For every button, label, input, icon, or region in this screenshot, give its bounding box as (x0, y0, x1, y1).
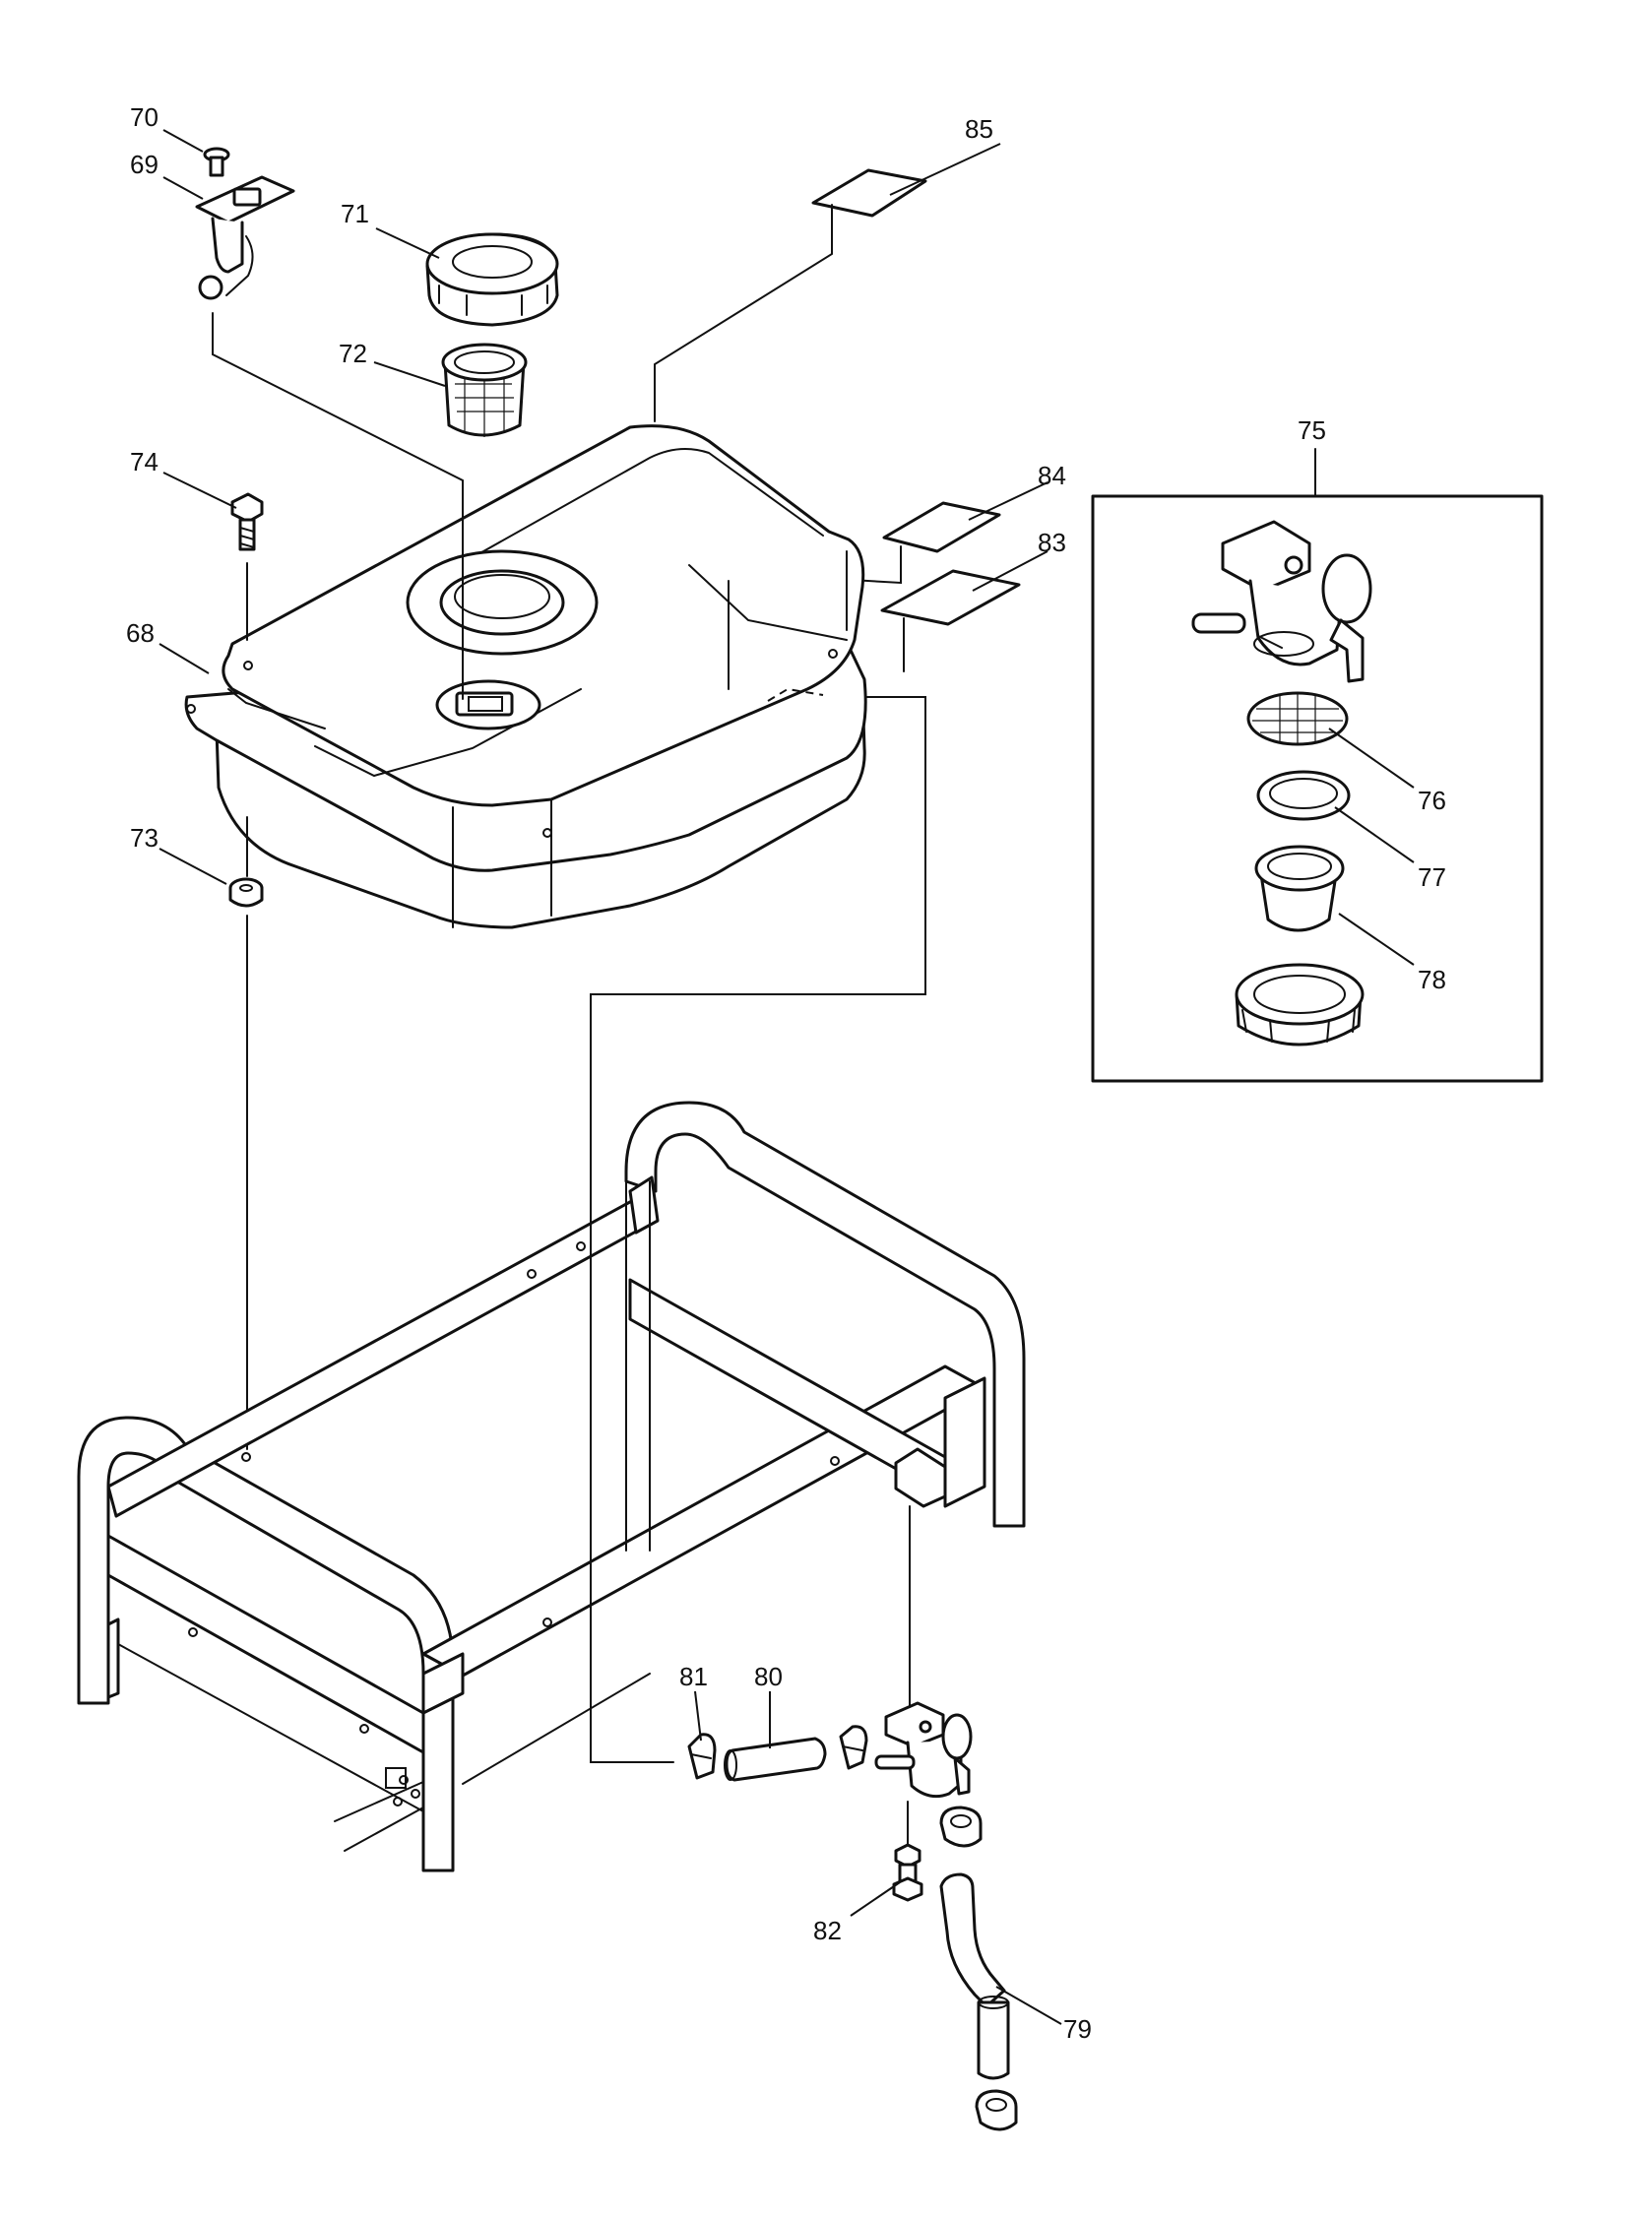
fuel-cock-75 (1191, 520, 1372, 683)
grommet-73 (228, 877, 264, 908)
callout-77: 77 (1418, 862, 1446, 892)
fuel-gauge-69 (195, 175, 295, 300)
callout-71: 71 (341, 199, 369, 228)
generator-frame (77, 1101, 1026, 1872)
callout-76: 76 (1418, 786, 1446, 815)
fuel-cup-78 (1254, 845, 1345, 932)
callout-78: 78 (1418, 965, 1446, 994)
callout-69: 69 (130, 150, 159, 179)
callout-85: 85 (965, 114, 993, 144)
leader-gauge-to-tank (212, 312, 464, 700)
leader-tank-to-fuel-cock (590, 696, 926, 1763)
callout-81: 81 (679, 1662, 708, 1691)
cup-retainer-nut (1235, 963, 1365, 1046)
callout-80: 80 (754, 1662, 783, 1691)
callout-72: 72 (339, 339, 367, 368)
fuel-hose-80 (724, 1737, 827, 1782)
callout-73: 73 (130, 823, 159, 853)
callout-83: 83 (1038, 528, 1066, 557)
fuel-cap-71 (425, 232, 559, 327)
label-sticker-84 (882, 501, 1001, 553)
screw-70 (203, 147, 230, 177)
fuel-tank (184, 424, 867, 929)
callout-68: 68 (126, 618, 155, 648)
bolt-82 (892, 1843, 923, 1902)
callout-70: 70 (130, 102, 159, 132)
callout-leaders (159, 129, 1415, 2025)
label-sticker-85 (811, 168, 927, 218)
callout-74: 74 (130, 447, 159, 476)
callout-82: 82 (813, 1916, 842, 1945)
hose-clamp-upper (939, 1806, 983, 1848)
bolt-74 (230, 492, 264, 551)
leader-sticker-85 (654, 204, 833, 422)
hose-clamp-right (839, 1725, 868, 1770)
callout-79: 79 (1063, 2014, 1092, 2044)
fuel-cock-assembly (874, 1701, 973, 1799)
fuel-hose-79 (939, 1872, 1010, 2080)
label-sticker-83 (880, 569, 1021, 626)
hose-clamp-81-left (687, 1733, 717, 1780)
hose-clamp-lower (975, 2089, 1018, 2131)
callout-84: 84 (1038, 461, 1066, 490)
filter-screen-76 (1246, 691, 1349, 746)
fuel-strainer-72 (441, 343, 528, 437)
callout-75: 75 (1298, 415, 1326, 445)
o-ring-77 (1256, 770, 1351, 821)
